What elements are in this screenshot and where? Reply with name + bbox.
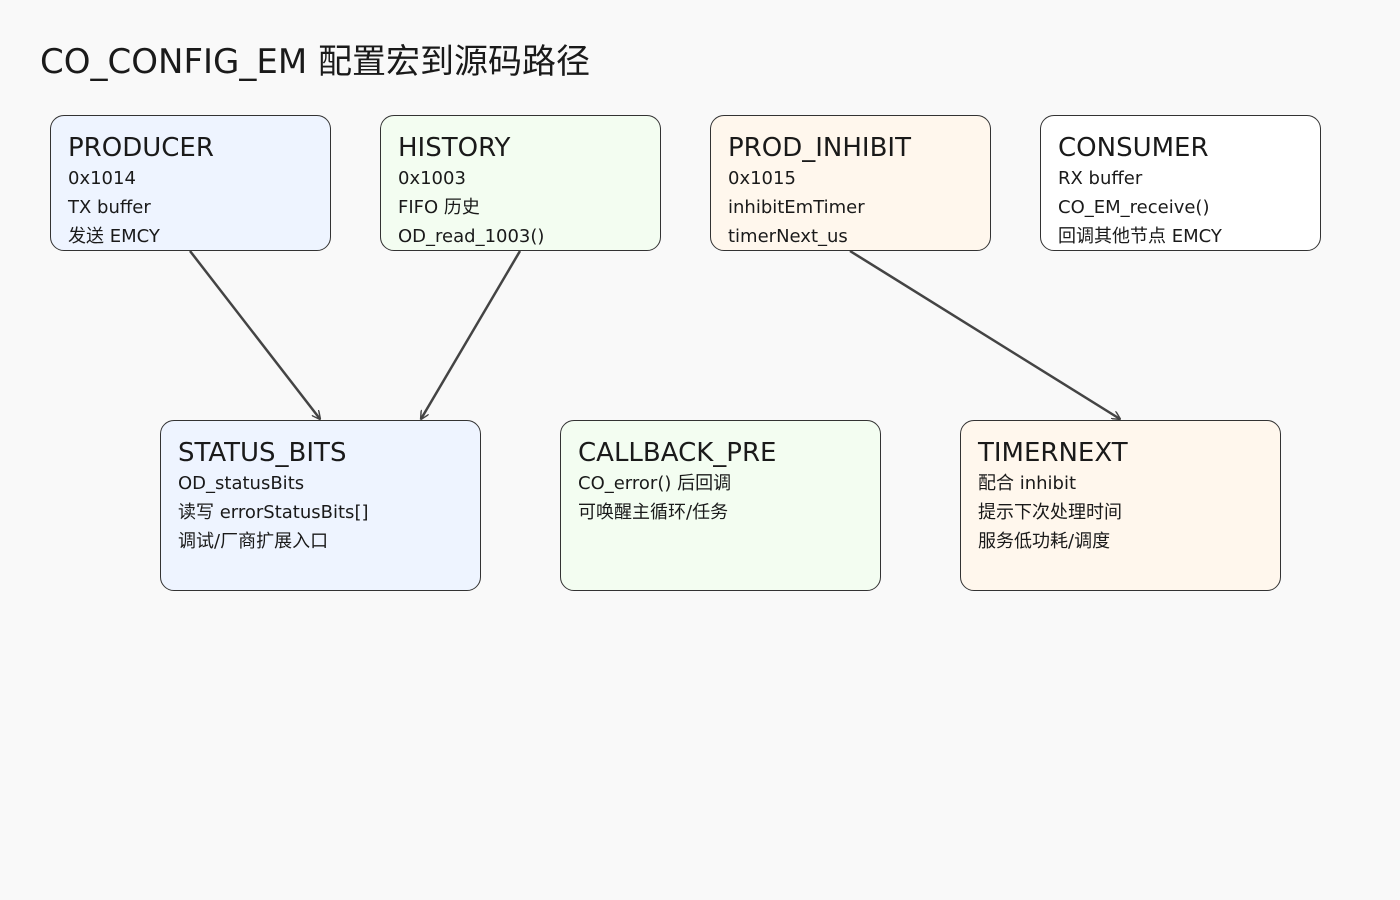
node-producer: PRODUCER 0x1014 TX buffer 发送 EMCY [50,115,331,251]
node-consumer-title: CONSUMER [1058,133,1209,163]
node-callback-pre: CALLBACK_PRE CO_error() 后回调 可唤醒主循环/任务 [560,420,881,591]
node-producer-title: PRODUCER [68,133,214,163]
node-prod-inhibit-line: inhibitEmTimer [728,197,865,218]
node-prod-inhibit-line: 0x1015 [728,168,796,189]
node-prod-inhibit: PROD_INHIBIT 0x1015 inhibitEmTimer timer… [710,115,991,251]
node-prod-inhibit-line: timerNext_us [728,226,848,247]
node-history: HISTORY 0x1003 FIFO 历史 OD_read_1003() [380,115,661,251]
node-consumer: CONSUMER RX buffer CO_EM_receive() 回调其他节… [1040,115,1321,251]
node-producer-line: 0x1014 [68,168,136,189]
node-timernext-title: TIMERNEXT [978,438,1128,468]
node-consumer-line: RX buffer [1058,168,1143,189]
node-callback-pre-title: CALLBACK_PRE [578,438,777,468]
edge-history-to-status-bits [421,250,522,419]
node-status-bits-title: STATUS_BITS [178,438,347,468]
node-producer-line: TX buffer [68,197,151,218]
node-history-title: HISTORY [398,133,511,163]
node-status-bits-line: 读写 errorStatusBits[] [178,502,369,523]
page-title: CO_CONFIG_EM 配置宏到源码路径 [40,42,590,82]
node-history-line: FIFO 历史 [398,197,480,218]
node-history-line: OD_read_1003() [398,226,545,247]
node-history-line: 0x1003 [398,168,466,189]
node-timernext-line: 配合 inhibit [978,473,1077,494]
node-status-bits-line: OD_statusBits [178,473,305,494]
node-consumer-line: CO_EM_receive() [1058,197,1210,218]
node-prod-inhibit-title: PROD_INHIBIT [728,133,911,163]
edge-prod-inhibit-to-timernext [849,249,1120,419]
node-timernext-line: 提示下次处理时间 [978,502,1122,523]
node-callback-pre-line: 可唤醒主循环/任务 [578,502,729,523]
node-callback-pre-line: CO_error() 后回调 [578,473,732,494]
edge-producer-to-status-bits [189,250,320,419]
node-timernext-line: 服务低功耗/调度 [978,531,1111,552]
node-consumer-line: 回调其他节点 EMCY [1058,226,1222,247]
node-status-bits-line: 调试/厂商扩展入口 [178,531,329,552]
node-status-bits: STATUS_BITS OD_statusBits 读写 errorStatus… [160,420,481,591]
node-timernext: TIMERNEXT 配合 inhibit 提示下次处理时间 服务低功耗/调度 [960,420,1281,591]
node-producer-line: 发送 EMCY [68,226,160,247]
